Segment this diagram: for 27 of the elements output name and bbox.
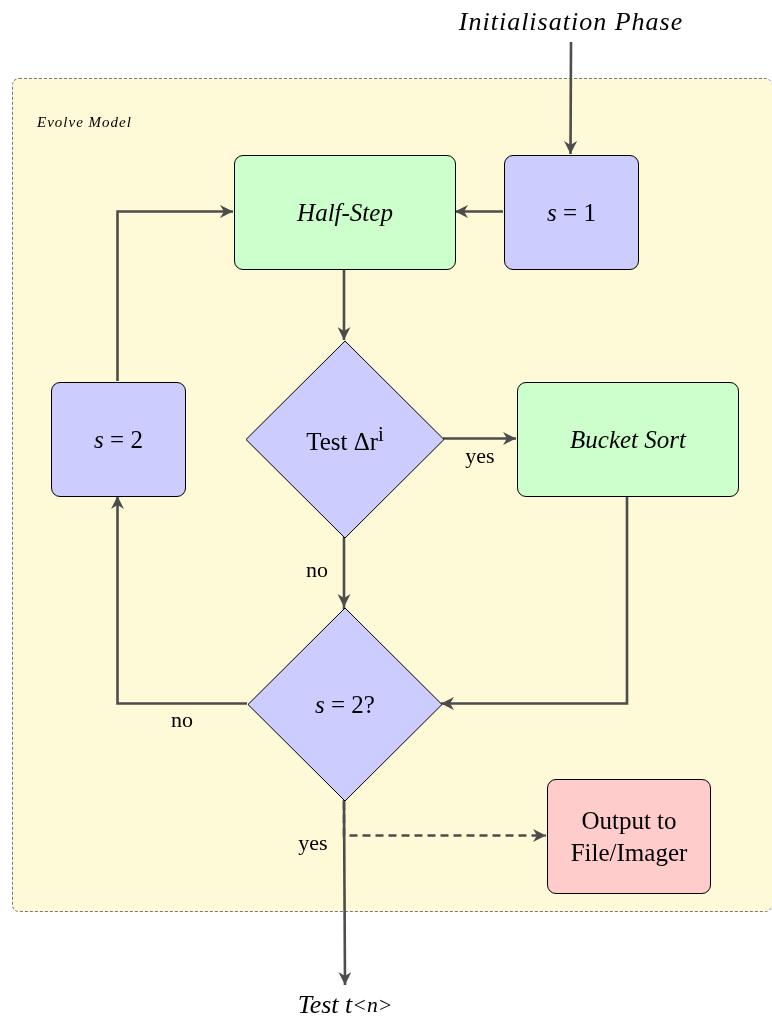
node-label: Half-Step	[297, 197, 393, 228]
process-box	[517, 382, 739, 497]
process-box	[51, 382, 186, 497]
process-box	[504, 155, 639, 270]
group-frame	[12, 78, 772, 912]
decision-diamond	[248, 608, 442, 801]
arrow	[564, 42, 578, 154]
arrow	[441, 496, 629, 710]
flow-terminal-label: Initialisation Phase	[440, 2, 702, 42]
arrow	[116, 205, 233, 381]
arrow	[443, 432, 516, 445]
node-label: s = 2?	[315, 689, 375, 720]
dashed-arrow	[342, 607, 546, 842]
node-label: s = 1	[547, 197, 596, 228]
node-label: Output to File/Imager	[569, 806, 689, 868]
node-label: Bucket Sort	[570, 424, 686, 455]
group-label: Evolve Model	[37, 113, 132, 132]
arrow	[337, 537, 351, 607]
arrow	[455, 205, 503, 218]
decision-diamond	[246, 341, 444, 538]
process-box	[234, 155, 456, 270]
arrow	[337, 269, 351, 340]
arrow	[338, 800, 352, 985]
node-label: Test Δr$^{i}$	[306, 421, 384, 458]
process-box	[547, 779, 711, 894]
node-label: s = 2	[94, 424, 143, 455]
arrow	[111, 496, 247, 705]
